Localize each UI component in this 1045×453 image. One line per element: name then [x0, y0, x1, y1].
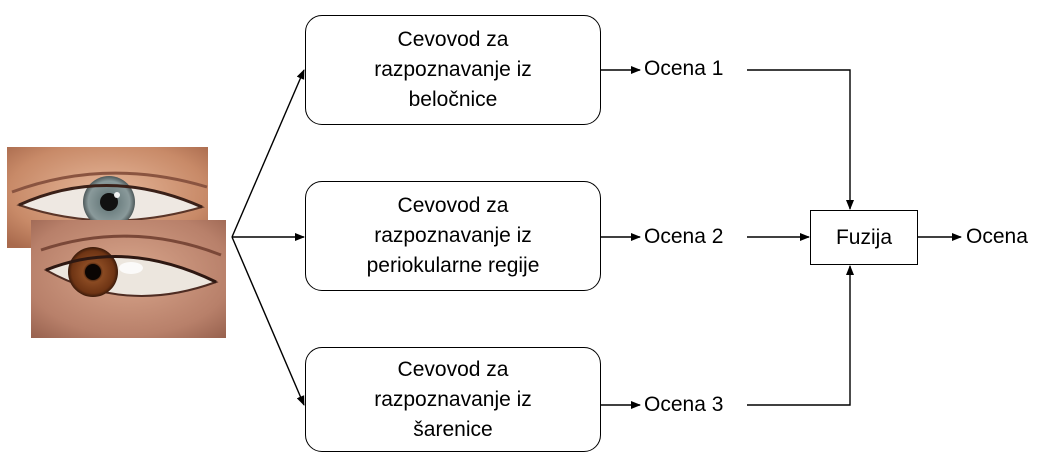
arrow-image-to-pipeline-1	[231, 69, 305, 238]
pipeline-iris-box: Cevovod za razpoznavanje iz šarenice	[305, 347, 601, 452]
score-2-label: Ocena 2	[644, 225, 724, 248]
output-score-label: Ocena	[966, 225, 1028, 248]
pipeline-sclera-label: Cevovod za razpoznavanje iz beločnice	[374, 28, 532, 111]
fusion-label: Fuzija	[835, 225, 893, 249]
pipeline-sclera-box: Cevovod za razpoznavanje iz beločnice	[305, 15, 601, 125]
score-3-label: Ocena 3	[644, 393, 724, 416]
pipeline-iris-label: Cevovod za razpoznavanje iz šarenice	[374, 357, 532, 441]
arrow-image-to-pipeline-3	[231, 236, 305, 406]
pipeline-periocular-box: Cevovod za razpoznavanje iz periokularne…	[305, 181, 601, 291]
arrow-score-1-to-fusion	[747, 69, 854, 210]
eye-photo-brown-iris	[31, 220, 226, 338]
fusion-box: Fuzija	[810, 210, 918, 265]
score-1-label: Ocena 1	[644, 57, 724, 80]
pipeline-periocular-label: Cevovod za razpoznavanje iz periokularne…	[366, 194, 540, 277]
arrow-score-3-to-fusion	[747, 265, 854, 406]
